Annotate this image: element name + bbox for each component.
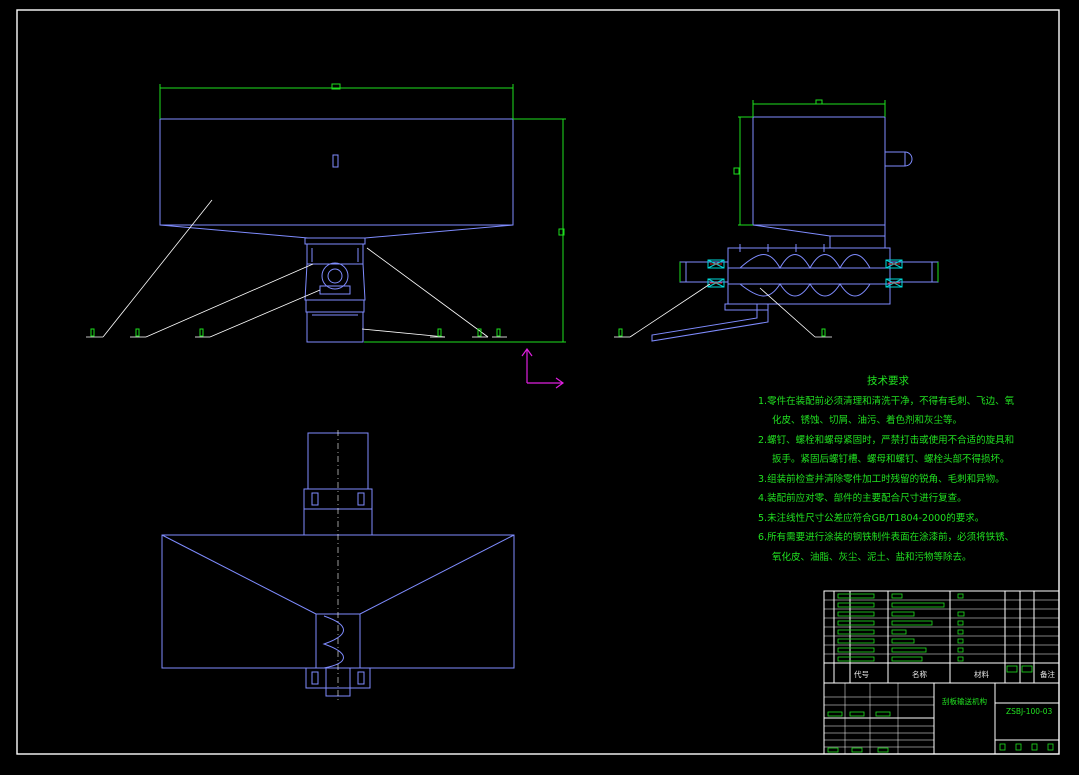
side-view-dimensions — [679, 99, 939, 282]
tech-req-line-1: 1.零件在装配前必须清理和清洗干净，不得有毛刺、飞边、氧 — [758, 395, 1015, 407]
tech-req-line-5: 3.组装前检查并清除零件加工时残留的锐角、毛刺和异物。 — [758, 473, 1005, 485]
title-block-rows — [824, 599, 1059, 754]
front-view-leaders — [86, 199, 507, 338]
tech-req-line-2: 化皮、锈蚀、切屑、油污、着色剂和灰尘等。 — [772, 415, 963, 426]
side-view-bearing-highlight — [710, 263, 900, 284]
side-view — [651, 116, 939, 342]
front-view-balloons — [90, 328, 501, 337]
tech-req-title: 技术要求 — [867, 375, 909, 387]
tech-req-line-9: 氧化皮、油脂、灰尘、泥土、盐和污物等除去。 — [772, 551, 972, 563]
ucs-icon — [521, 347, 565, 389]
front-view — [159, 118, 514, 343]
tech-req-line-7: 5.未注线性尺寸公差应符合GB/T1804-2000的要求。 — [758, 512, 985, 524]
tech-req-line-4: 扳手。紧固后螺钉槽、螺母和螺钉、螺栓头部不得损坏。 — [772, 454, 1010, 465]
title-block-part-name: 刮板输送机构 — [942, 697, 987, 706]
tech-req-line-6: 4.装配前应对零、部件的主要配合尺寸进行复查。 — [758, 493, 967, 504]
title-block-remark-header: 备注 — [1040, 670, 1055, 679]
title-block-code-header: 代号 — [854, 670, 869, 679]
title-block-material-header: 材料 — [974, 670, 989, 679]
technical-requirements: 技术要求 1.零件在装配前必须清理和清洗干净，不得有毛刺、飞边、氧 化皮、锈蚀、… — [758, 372, 1058, 567]
tech-req-line-3: 2.螺钉、螺栓和螺母紧固时，严禁打击或使用不合适的旋具和 — [758, 434, 1015, 446]
tech-req-line-8: 6.所有需要进行涂装的钢铁制件表面在涂漆前，必须将铁锈、 — [758, 532, 1015, 543]
side-view-leaders — [614, 283, 832, 338]
drawing-frame — [16, 9, 1060, 755]
title-block-name-header: 名称 — [912, 670, 927, 679]
title-block — [823, 590, 1060, 755]
side-view-balloons — [618, 328, 826, 337]
front-view-dimensions — [159, 83, 566, 343]
side-view-bearings — [707, 259, 903, 288]
title-block-drawing-number: ZSBJ-100-03 — [1006, 707, 1053, 716]
title-block-fill-marks — [827, 593, 1054, 753]
